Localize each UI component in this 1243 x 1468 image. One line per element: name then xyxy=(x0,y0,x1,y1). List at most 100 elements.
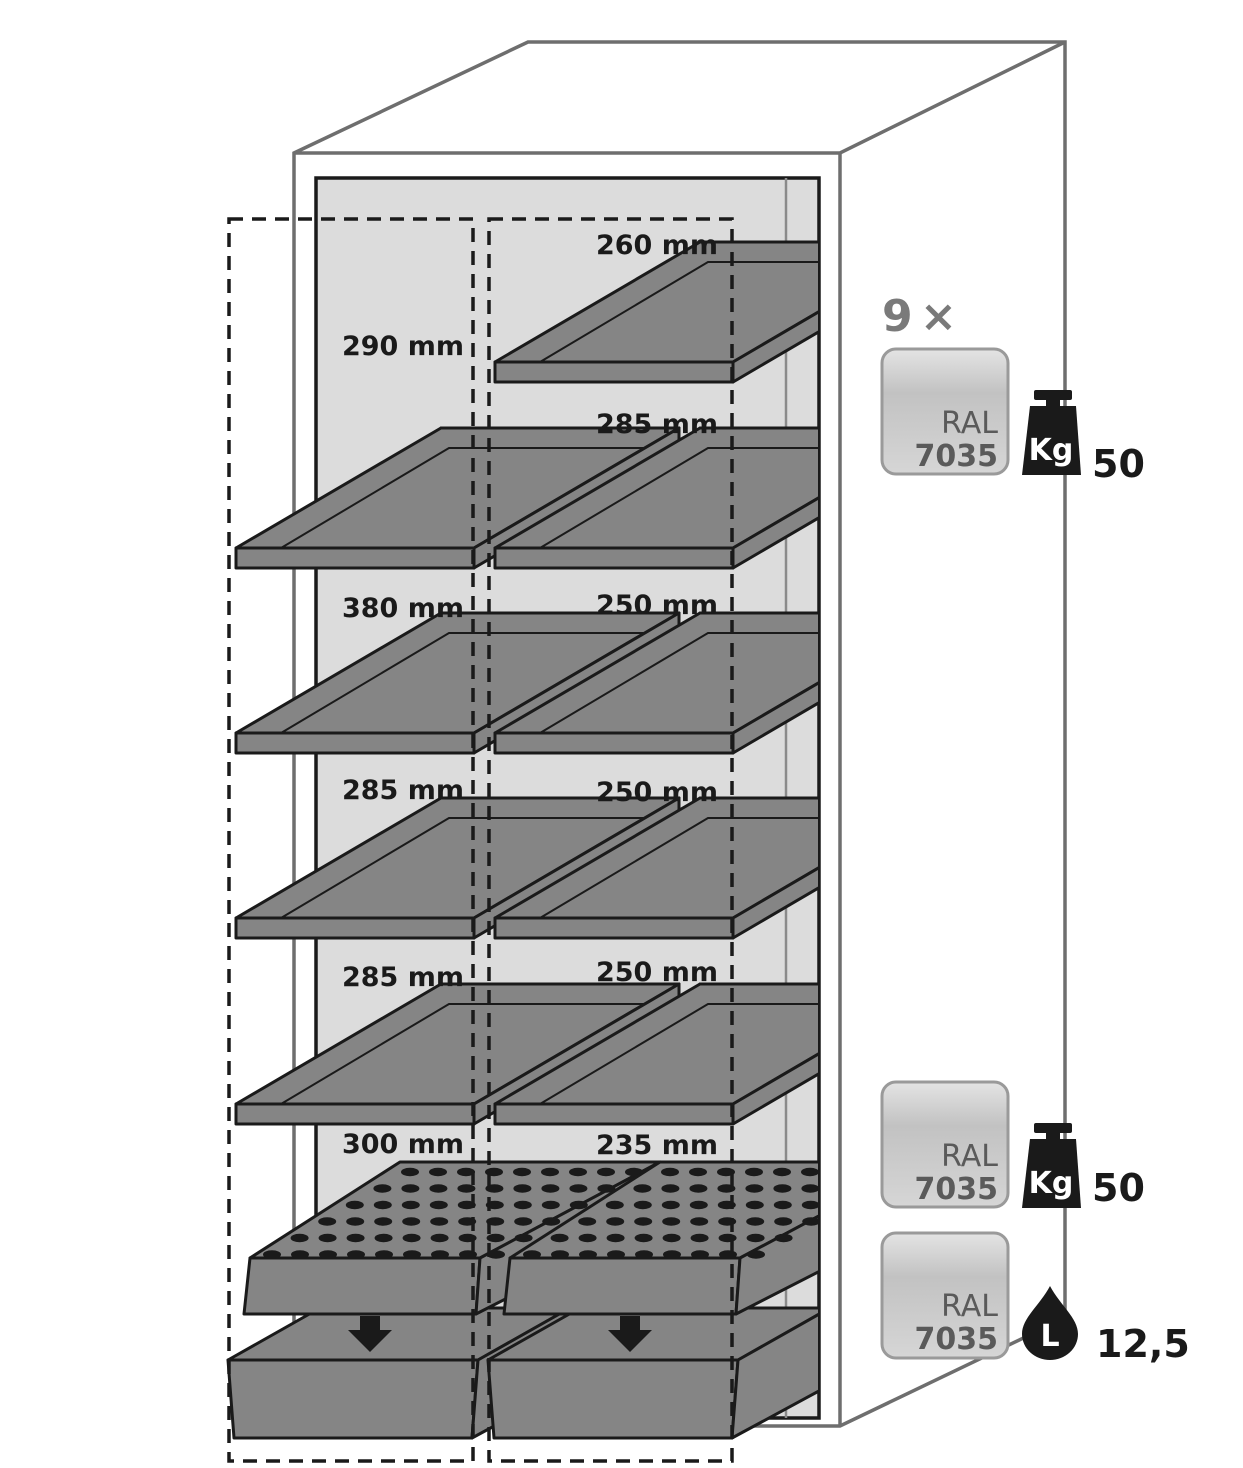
dim-right-4: 250 mm xyxy=(596,777,718,808)
perforation-hole xyxy=(569,1200,588,1210)
perforation-hole xyxy=(431,1250,449,1259)
perforation-hole xyxy=(801,1200,818,1210)
perforation-hole xyxy=(774,1217,793,1226)
shelf-right-1 xyxy=(493,240,818,384)
perforation-hole xyxy=(689,1167,707,1177)
kg-icon-text: Kg xyxy=(1029,1166,1074,1201)
shelf-count-number: 9 xyxy=(882,291,913,342)
perforation-hole xyxy=(402,1233,421,1243)
dim-left-1: 290 mm xyxy=(342,331,464,362)
perforation-hole xyxy=(746,1217,765,1226)
perforation-hole xyxy=(346,1233,365,1243)
perforation-hole xyxy=(523,1250,541,1259)
perforation-hole xyxy=(690,1233,709,1243)
dim-left-4: 285 mm xyxy=(342,962,464,993)
dim-left-2: 380 mm xyxy=(342,593,464,624)
perforation-hole xyxy=(514,1233,533,1243)
perforation-hole xyxy=(403,1250,421,1259)
max-load-shelf: 50 xyxy=(1092,442,1145,486)
sump-capacity: 12,5 xyxy=(1096,1322,1190,1366)
shelf-group xyxy=(234,240,818,1126)
dim-right-3: 250 mm xyxy=(596,590,718,621)
perforation-hole xyxy=(375,1250,393,1259)
ral-swatch-tray: RAL 7035 xyxy=(880,1080,1010,1209)
perforation-hole xyxy=(373,1200,392,1210)
perforation-hole xyxy=(290,1233,309,1243)
perforation-hole xyxy=(318,1217,337,1226)
perforation-hole xyxy=(745,1200,764,1210)
kg-icon-text: Kg xyxy=(1029,433,1074,468)
pullout-zones xyxy=(227,217,734,1463)
perforation-hole xyxy=(401,1200,420,1210)
perforation-hole xyxy=(579,1250,597,1259)
perforation-hole xyxy=(801,1184,818,1193)
perforation-hole xyxy=(717,1184,736,1193)
shelf-right-2 xyxy=(493,426,818,570)
perforation-hole xyxy=(514,1217,533,1226)
perforation-hole xyxy=(319,1250,337,1259)
perforation-hole xyxy=(513,1200,532,1210)
perforation-hole xyxy=(662,1233,681,1243)
dim-right-1: 260 mm xyxy=(596,230,718,261)
shelf-count: 9 × xyxy=(882,291,957,342)
perforation-hole xyxy=(597,1167,615,1177)
perforation-hole xyxy=(541,1200,560,1210)
shelf-right-5 xyxy=(493,982,818,1126)
perforation-hole xyxy=(486,1233,505,1243)
perforation-hole xyxy=(662,1217,681,1226)
weight-kg-icon: Kg xyxy=(1022,390,1081,475)
perforation-hole xyxy=(513,1184,532,1193)
perforation-hole xyxy=(718,1233,737,1243)
dim-left-3: 285 mm xyxy=(342,775,464,806)
perforation-hole xyxy=(773,1200,792,1210)
perforation-hole xyxy=(578,1233,597,1243)
perforation-hole xyxy=(430,1233,449,1243)
perforation-hole xyxy=(802,1217,818,1226)
perforation-hole xyxy=(429,1184,448,1193)
perforation-hole xyxy=(689,1200,708,1210)
perforation-hole xyxy=(606,1233,625,1243)
ral-swatch-sump: RAL 7035 xyxy=(880,1231,1010,1360)
perforation-hole xyxy=(719,1250,737,1259)
perforation-hole xyxy=(605,1200,624,1210)
ral-code: 7035 xyxy=(915,439,999,474)
perforation-hole xyxy=(635,1250,653,1259)
perforation-hole xyxy=(634,1217,653,1226)
arrow-down-icon xyxy=(348,1316,392,1352)
ral-label: RAL xyxy=(941,1139,998,1174)
perforation-hole xyxy=(773,1184,792,1193)
dim-right-2: 285 mm xyxy=(596,409,718,440)
perforation-hole xyxy=(429,1167,447,1177)
perforation-hole xyxy=(634,1233,653,1243)
shelf-right-4 xyxy=(493,796,818,940)
perforation-hole xyxy=(550,1233,569,1243)
perforation-hole xyxy=(578,1217,597,1226)
ral-code: 7035 xyxy=(915,1322,999,1357)
dim-right-6: 235 mm xyxy=(596,1130,718,1161)
perforation-hole xyxy=(661,1184,680,1193)
perforation-hole xyxy=(569,1184,588,1193)
perforation-hole xyxy=(690,1217,709,1226)
perforation-hole xyxy=(606,1217,625,1226)
perforation-hole xyxy=(457,1184,476,1193)
perforation-hole xyxy=(551,1250,569,1259)
liter-icon-text: L xyxy=(1040,1319,1059,1354)
shelf-right-3 xyxy=(493,611,818,755)
perforation-hole xyxy=(487,1250,505,1259)
pullout-zone-left xyxy=(227,217,475,1463)
perforation-hole xyxy=(746,1233,765,1243)
perforation-hole xyxy=(346,1217,365,1226)
perforation-hole xyxy=(541,1167,559,1177)
perforation-hole xyxy=(429,1200,448,1210)
perforation-hole xyxy=(430,1217,449,1226)
perforation-hole xyxy=(401,1167,419,1177)
multiply-sign: × xyxy=(920,291,957,342)
liquid-drop-icon: L xyxy=(1022,1286,1078,1360)
perforation-hole xyxy=(691,1250,709,1259)
perforation-hole xyxy=(513,1167,531,1177)
perforation-hole xyxy=(663,1250,681,1259)
perforation-hole xyxy=(263,1250,281,1259)
arrow-down-icon xyxy=(608,1316,652,1352)
perforation-hole xyxy=(745,1167,763,1177)
